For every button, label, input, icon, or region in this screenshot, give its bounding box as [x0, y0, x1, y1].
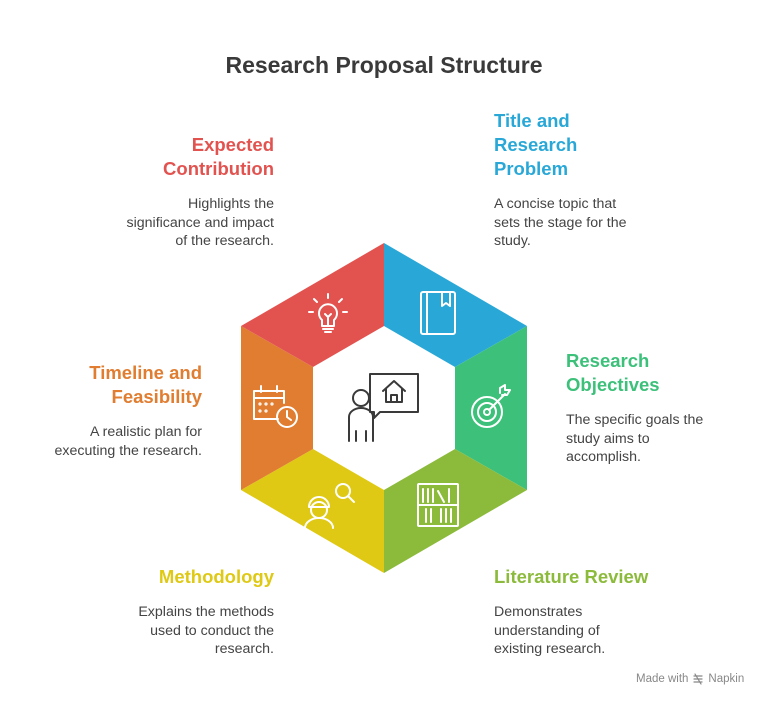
calendar-clock-icon	[253, 385, 298, 428]
book-icon	[420, 291, 456, 335]
napkin-brand-label: Napkin	[708, 673, 745, 685]
made-with-label: Made with	[636, 673, 689, 685]
segment-contribution	[241, 243, 384, 367]
section-description: Explains the methods used to conduct the…	[138, 604, 274, 657]
section-heading: Title and Research Problem	[494, 110, 578, 179]
person-presenting-icon	[348, 373, 419, 442]
lightbulb-icon	[308, 293, 348, 333]
bookshelf-icon	[417, 483, 459, 527]
section-heading: Literature Review	[494, 566, 649, 587]
napkin-logo-icon	[693, 673, 704, 685]
target-icon	[471, 384, 511, 428]
napkin-watermark: Made with Napkin	[636, 673, 744, 685]
section-methodology: Methodology Explains the methods used to…	[54, 565, 274, 659]
section-description: A realistic plan for executing the resea…	[54, 424, 202, 459]
section-heading: Timeline and Feasibility	[89, 362, 202, 407]
section-heading: Research Objectives	[566, 350, 660, 395]
section-contribution: Expected Contribution Highlights the sig…	[54, 133, 274, 251]
section-objectives: Research Objectives The specific goals t…	[566, 349, 756, 467]
page-title: Research Proposal Structure	[225, 52, 543, 78]
worker-search-icon	[304, 483, 355, 529]
section-description: Demonstrates understanding of existing r…	[494, 604, 606, 657]
segment-timeline	[241, 326, 313, 490]
section-heading: Expected Contribution	[163, 134, 274, 179]
segment-literature	[384, 449, 527, 573]
section-description: Highlights the significance and impact o…	[126, 196, 274, 249]
section-description: A concise topic that sets the stage for …	[494, 196, 627, 249]
segment-methodology	[241, 449, 384, 573]
section-description: The specific goals the study aims to acc…	[566, 412, 704, 465]
section-literature: Literature Review Demonstrates understan…	[494, 565, 724, 659]
section-title-problem: Title and Research Problem A concise top…	[494, 109, 724, 251]
section-timeline: Timeline and Feasibility A realistic pla…	[12, 361, 202, 460]
section-heading: Methodology	[158, 566, 274, 587]
